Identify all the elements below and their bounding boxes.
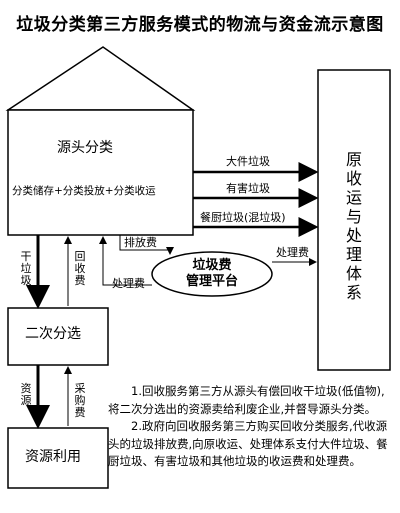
note-2: 2.政府向回收服务第三方购买回收分类服务,代收源头的垃圾排放费,向原收运、处理体… <box>108 419 388 468</box>
edge-discharge-fee-label: 排放费 <box>124 236 157 249</box>
edge-purchase-fee-label: 采购费 <box>74 382 86 419</box>
edge-hazardous-label: 有害垃圾 <box>226 182 270 195</box>
secondary-box <box>7 307 109 366</box>
source-label: 源头分类 <box>57 140 113 156</box>
edge-treatment-fee-right-label: 处理费 <box>276 246 309 259</box>
diagram-title: 垃圾分类第三方服务模式的物流与资金流示意图 <box>16 15 384 35</box>
platform-line2: 管理平台 <box>185 274 238 289</box>
edge-dry-waste-label: 干垃圾 <box>20 250 32 287</box>
edge-treatment-fee-left-label: 处理费 <box>112 277 145 290</box>
platform-label: 垃圾费 管理平台 <box>152 258 272 290</box>
secondary-label: 二次分选 <box>25 326 81 342</box>
edge-kitchen-label: 餐厨垃圾(混垃圾) <box>200 211 286 224</box>
edge-resources-label: 资源 <box>20 382 32 407</box>
source-roof <box>5 46 196 111</box>
source-box <box>7 109 194 236</box>
notes-block: 1.回收服务第三方从源头有偿回收干垃圾(低值物),将二次分选出的资源卖给利废企业… <box>108 383 394 471</box>
resource-label: 资源利用 <box>25 449 81 465</box>
arrow-discharge-fee <box>119 235 174 255</box>
resource-box <box>7 427 109 489</box>
arrow-treatment-fee-left <box>99 236 152 286</box>
edge-bulky-label: 大件垃圾 <box>226 155 270 168</box>
edge-recycle-fee-label: 回收费 <box>74 250 86 287</box>
platform-line1: 垃圾费 <box>192 258 232 273</box>
source-sub-label: 分类储存+分类投放+分类收运 <box>12 185 156 197</box>
processor-label: 原收运与处理体系 <box>345 150 362 302</box>
note-1: 1.回收服务第三方从源头有偿回收干垃圾(低值物),将二次分选出的资源卖给利废企业… <box>108 384 385 416</box>
platform-ellipse <box>151 251 273 297</box>
